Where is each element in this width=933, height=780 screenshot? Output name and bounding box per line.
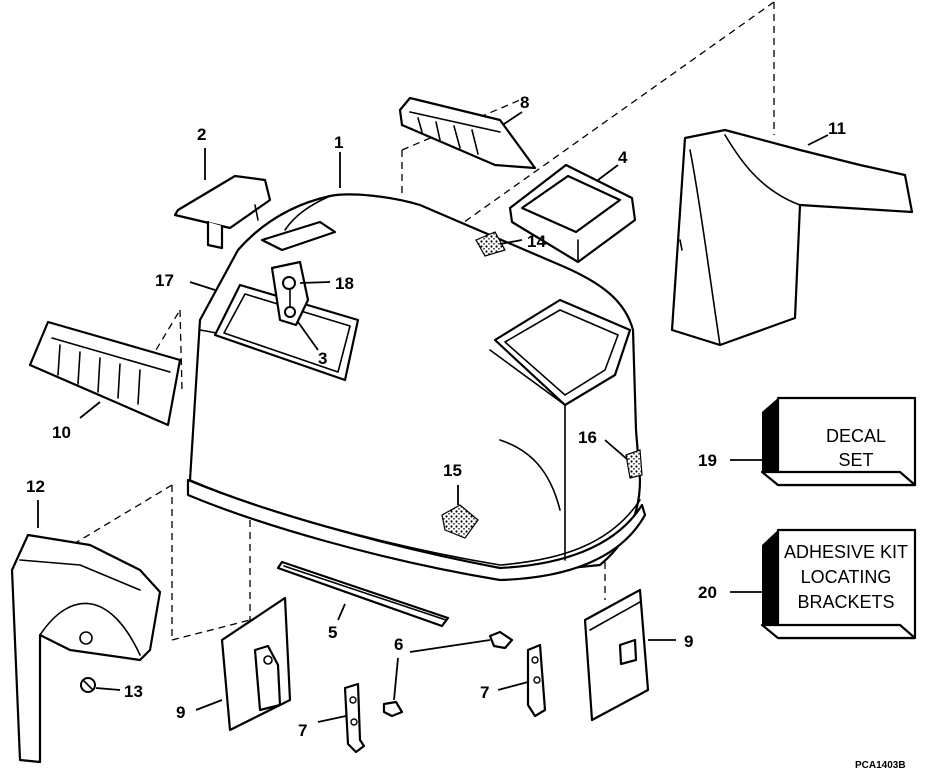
latch-plate-assembly: [270, 260, 310, 327]
callout-9-left: 9: [176, 703, 185, 722]
callout-10: 10: [52, 423, 71, 442]
decal-set-box: DECAL SET: [760, 396, 917, 487]
callout-2: 2: [197, 125, 206, 144]
callout-labels: 1 2 3 4 5 6 7 7 8 9 9 10 11 12 13 14 15 …: [26, 93, 846, 740]
part-7-bracket-right: [526, 643, 547, 718]
callout-12: 12: [26, 477, 45, 496]
callout-9-right: 9: [684, 632, 693, 651]
figure-code: PCA1403B: [855, 760, 906, 771]
part-2-cap: [173, 174, 272, 250]
callout-7-right: 7: [480, 683, 489, 702]
part-5-strip: [276, 560, 450, 628]
adhesive-kit-box: ADHESIVE KIT LOCATING BRACKETS: [760, 528, 917, 640]
callout-18: 18: [335, 274, 354, 293]
kit-line-1: ADHESIVE KIT: [784, 542, 908, 562]
pad-16: [625, 449, 643, 479]
kit-line-3: BRACKETS: [797, 592, 894, 612]
part-9-left-plate: [220, 596, 292, 732]
pad-15: [441, 504, 479, 539]
part-12-side-cover: [10, 533, 162, 764]
part-4-frame: [508, 163, 637, 264]
callout-14: 14: [527, 232, 546, 251]
callout-17: 17: [155, 271, 174, 290]
callout-5: 5: [328, 623, 337, 642]
callout-3: 3: [318, 349, 327, 368]
callout-7-left: 7: [298, 721, 307, 740]
decal-line-1: DECAL: [826, 426, 886, 446]
callout-11: 11: [828, 119, 846, 138]
callout-20: 20: [698, 583, 717, 602]
part-9-right-plate: [583, 588, 650, 722]
kit-line-2: LOCATING: [801, 567, 892, 587]
callout-4: 4: [618, 148, 628, 167]
part-11-rear-cover: [670, 128, 914, 347]
pad-14: [475, 231, 506, 257]
decal-line-2: SET: [838, 450, 873, 470]
part-13-screw: [80, 677, 96, 693]
callout-1: 1: [334, 133, 343, 152]
part-8-vent-cover: [398, 96, 537, 170]
callout-6: 6: [394, 635, 403, 654]
part-10-grille: [28, 320, 182, 427]
callout-19: 19: [698, 451, 717, 470]
part-6-screws: [382, 630, 514, 718]
callout-13: 13: [124, 682, 143, 701]
callout-8: 8: [520, 93, 529, 112]
adhesive-pads: [441, 231, 643, 539]
callout-15: 15: [443, 461, 462, 480]
part-7-bracket-left: [343, 682, 366, 754]
callout-16: 16: [578, 428, 597, 447]
leader-lines: [37, 111, 829, 723]
